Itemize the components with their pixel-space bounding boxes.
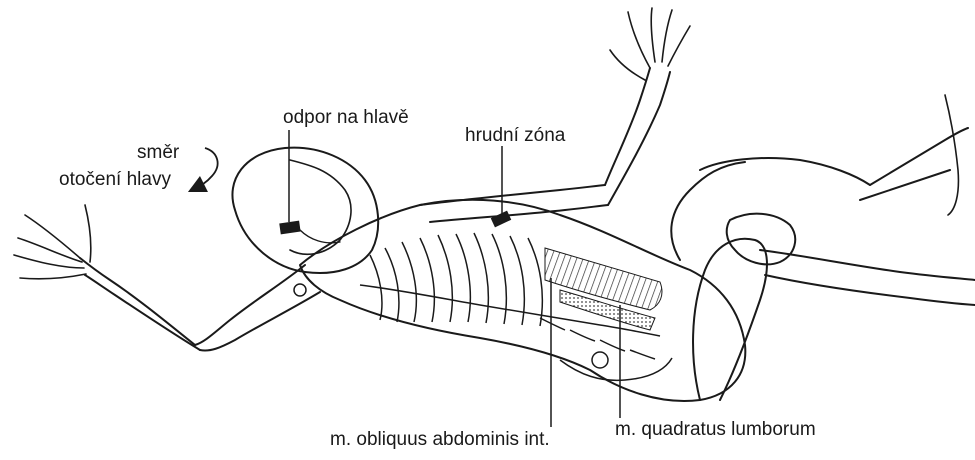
right-upper-arm-inner	[430, 205, 608, 222]
lower-thigh	[760, 250, 975, 280]
thoracic-zone-label: hrudní zóna	[465, 126, 565, 145]
turn-direction-label-line2: otočení hlavy	[59, 170, 171, 189]
skull-detail	[290, 160, 351, 254]
obliquus-label: m. obliquus abdominis int.	[330, 430, 550, 449]
turn-direction-label-line1: směr	[137, 143, 179, 162]
head-resistance-label: odpor na hlavě	[283, 108, 409, 127]
right-forearm	[605, 68, 650, 185]
body-outline	[300, 200, 745, 401]
upper-foot	[945, 95, 958, 215]
left-forearm	[80, 258, 195, 345]
head-resistance-pad	[279, 221, 300, 235]
curved-rotation-arrow-icon	[196, 148, 218, 188]
left-forearm-inner	[85, 275, 200, 350]
quadratus-label: m. quadratus lumborum	[615, 420, 816, 439]
thoracic-zone-pad	[491, 211, 512, 228]
upper-leg-outline	[671, 162, 745, 260]
upper-shin-inner	[860, 170, 950, 200]
left-upper-arm	[195, 265, 305, 345]
lower-thigh-inner	[765, 275, 975, 305]
right-forearm-inner	[608, 72, 670, 205]
left-hand	[14, 205, 91, 279]
upper-thigh	[700, 158, 870, 185]
left-upper-arm-inner	[200, 292, 320, 351]
